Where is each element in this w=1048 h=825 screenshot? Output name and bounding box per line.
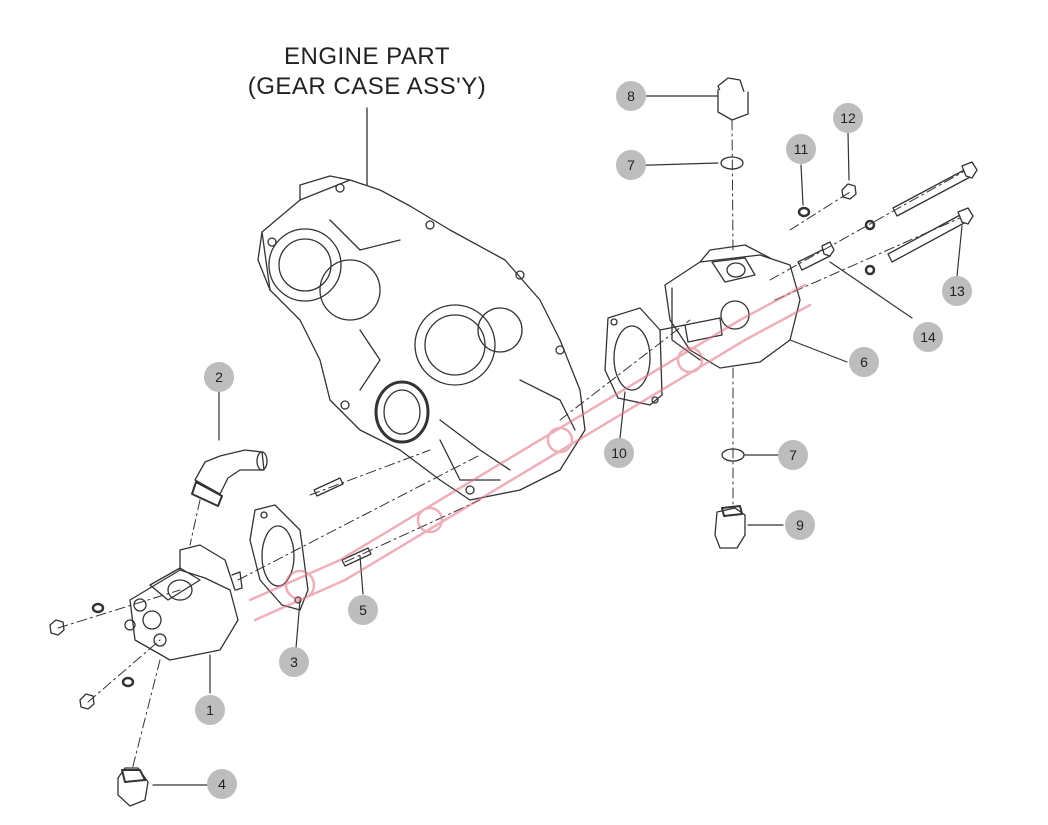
watermark [248, 283, 812, 622]
callout-8: 8 [616, 81, 646, 111]
dowel-pins [314, 478, 371, 566]
assembly-axes [57, 119, 964, 771]
callout-1: 1 [195, 695, 225, 725]
elbow-fitting [192, 450, 267, 506]
callout-7-bottom: 7 [778, 440, 808, 470]
gasket-left [250, 505, 308, 610]
callout-7-top: 7 [616, 150, 646, 180]
callout-3: 3 [279, 647, 309, 677]
callout-5: 5 [348, 595, 378, 625]
short-bolt [798, 242, 834, 270]
elbow-fitting-right [715, 506, 745, 548]
long-bolts [888, 162, 977, 262]
callout-10: 10 [604, 438, 634, 468]
callout-11: 11 [786, 134, 816, 164]
callout-9: 9 [785, 510, 815, 540]
callout-13: 13 [942, 276, 972, 306]
title-line-1: ENGINE PART [284, 43, 450, 70]
callout-6: 6 [849, 347, 879, 377]
diagram-title: ENGINE PART (GEAR CASE ASS'Y) [222, 42, 512, 102]
plug-fitting [718, 78, 748, 120]
callout-2: 2 [204, 362, 234, 392]
straight-fitting [118, 768, 148, 806]
gasket-right [605, 308, 662, 405]
fasteners-left [50, 604, 133, 709]
pump-left [125, 545, 242, 660]
callout-4: 4 [207, 769, 237, 799]
gear-case-assembly [258, 176, 585, 500]
callout-14: 14 [913, 322, 943, 352]
title-line-2: (GEAR CASE ASS'Y) [247, 73, 487, 100]
callout-12: 12 [833, 103, 863, 133]
